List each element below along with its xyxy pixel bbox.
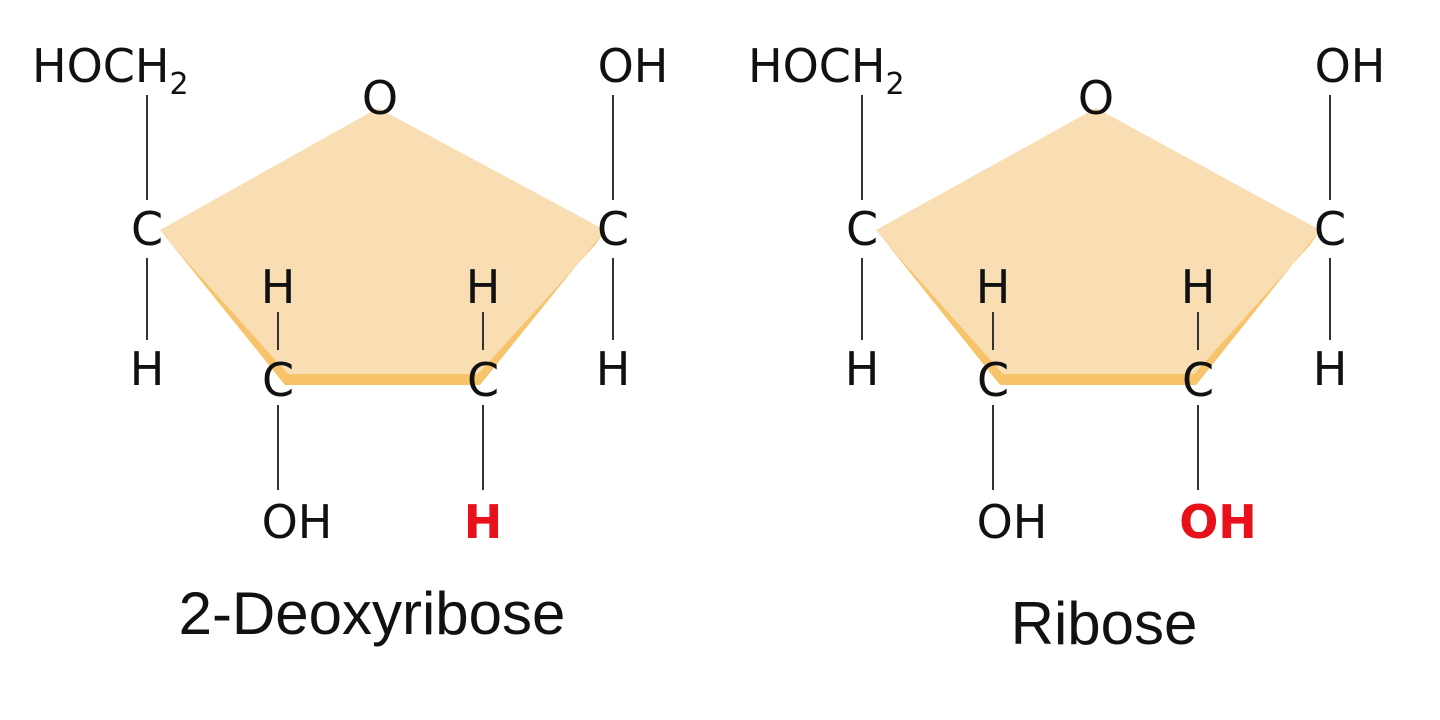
- c1-h-label: H: [130, 342, 165, 396]
- c1-label: C: [846, 202, 878, 256]
- c2-label: C: [977, 353, 1009, 407]
- ring-oxygen-label: O: [362, 71, 398, 125]
- c1-label: C: [131, 202, 163, 256]
- hoch2-label: HOCH2: [32, 39, 189, 102]
- c1-h-label: H: [845, 342, 880, 396]
- deoxyribose-ring: [160, 108, 605, 385]
- deoxyribose-structure: HOCH2 O OH C C H H H H C C OH H 2-Deoxyr…: [32, 39, 668, 647]
- c3-h-label: H: [1181, 260, 1216, 314]
- c2-label: C: [262, 353, 294, 407]
- c2-h-label: H: [261, 260, 296, 314]
- c4-label: C: [1314, 202, 1346, 256]
- c2-oh-label: OH: [262, 495, 333, 549]
- ribose-structure: HOCH2 O OH C C H H H H C C OH OH Ribose: [748, 39, 1385, 657]
- c3-h-substituent-label: H: [464, 495, 503, 549]
- c3-h-label: H: [466, 260, 501, 314]
- ring-oxygen-label: O: [1078, 71, 1114, 125]
- ribose-name: Ribose: [1011, 590, 1198, 657]
- c3-label: C: [1182, 353, 1214, 407]
- c4-h-label: H: [596, 342, 631, 396]
- top-oh-label: OH: [1315, 39, 1386, 93]
- ribose-ring: [876, 108, 1320, 385]
- deoxyribose-name: 2-Deoxyribose: [179, 580, 566, 647]
- c2-oh-label: OH: [977, 495, 1048, 549]
- top-oh-label: OH: [598, 39, 669, 93]
- c4-h-label: H: [1313, 342, 1348, 396]
- c3-oh-substituent-label: OH: [1179, 495, 1257, 549]
- c4-label: C: [597, 202, 629, 256]
- hoch2-label: HOCH2: [748, 39, 905, 102]
- c2-h-label: H: [976, 260, 1011, 314]
- c3-label: C: [467, 353, 499, 407]
